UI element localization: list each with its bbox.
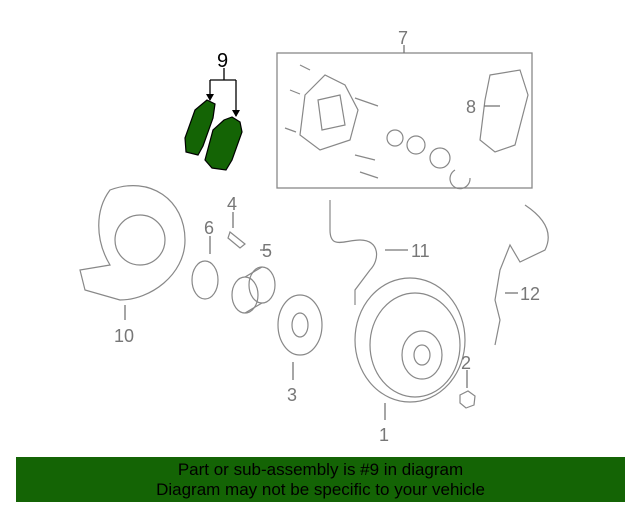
snap-ring-part-6[interactable] xyxy=(191,236,219,300)
callout-7: 7 xyxy=(398,28,408,48)
brake-rotor-part-1[interactable] xyxy=(354,277,466,420)
info-banner: Part or sub-assembly is #9 in diagram Di… xyxy=(16,457,625,502)
wheel-bearing-part-5[interactable] xyxy=(231,249,276,314)
brake-hose-part-11[interactable] xyxy=(329,200,408,305)
banner-line-part-number: Part or sub-assembly is #9 in diagram xyxy=(177,460,464,479)
dust-shield-part-10[interactable] xyxy=(79,185,186,320)
brake-pads-part-9[interactable] xyxy=(184,68,243,171)
callout-9: 9 xyxy=(217,50,228,72)
lug-nut-part-2[interactable] xyxy=(459,370,476,409)
hub-bolt-part-4[interactable] xyxy=(227,212,246,249)
callout-1: 1 xyxy=(379,425,389,445)
callout-4: 4 xyxy=(227,194,237,214)
caliper-kit-part-7[interactable] xyxy=(276,45,533,190)
callout-6: 6 xyxy=(204,218,214,238)
wheel-hub-part-3[interactable] xyxy=(277,294,323,380)
callout-8: 8 xyxy=(466,97,476,117)
callout-10: 10 xyxy=(114,326,134,346)
callout-5: 5 xyxy=(262,241,272,261)
banner-line-disclaimer: Diagram may not be specific to your vehi… xyxy=(156,480,485,499)
callout-11: 11 xyxy=(411,241,430,261)
callout-3: 3 xyxy=(287,385,297,405)
callout-2: 2 xyxy=(461,353,471,373)
abs-sensor-part-12[interactable] xyxy=(494,204,549,346)
callout-12: 12 xyxy=(520,284,540,304)
